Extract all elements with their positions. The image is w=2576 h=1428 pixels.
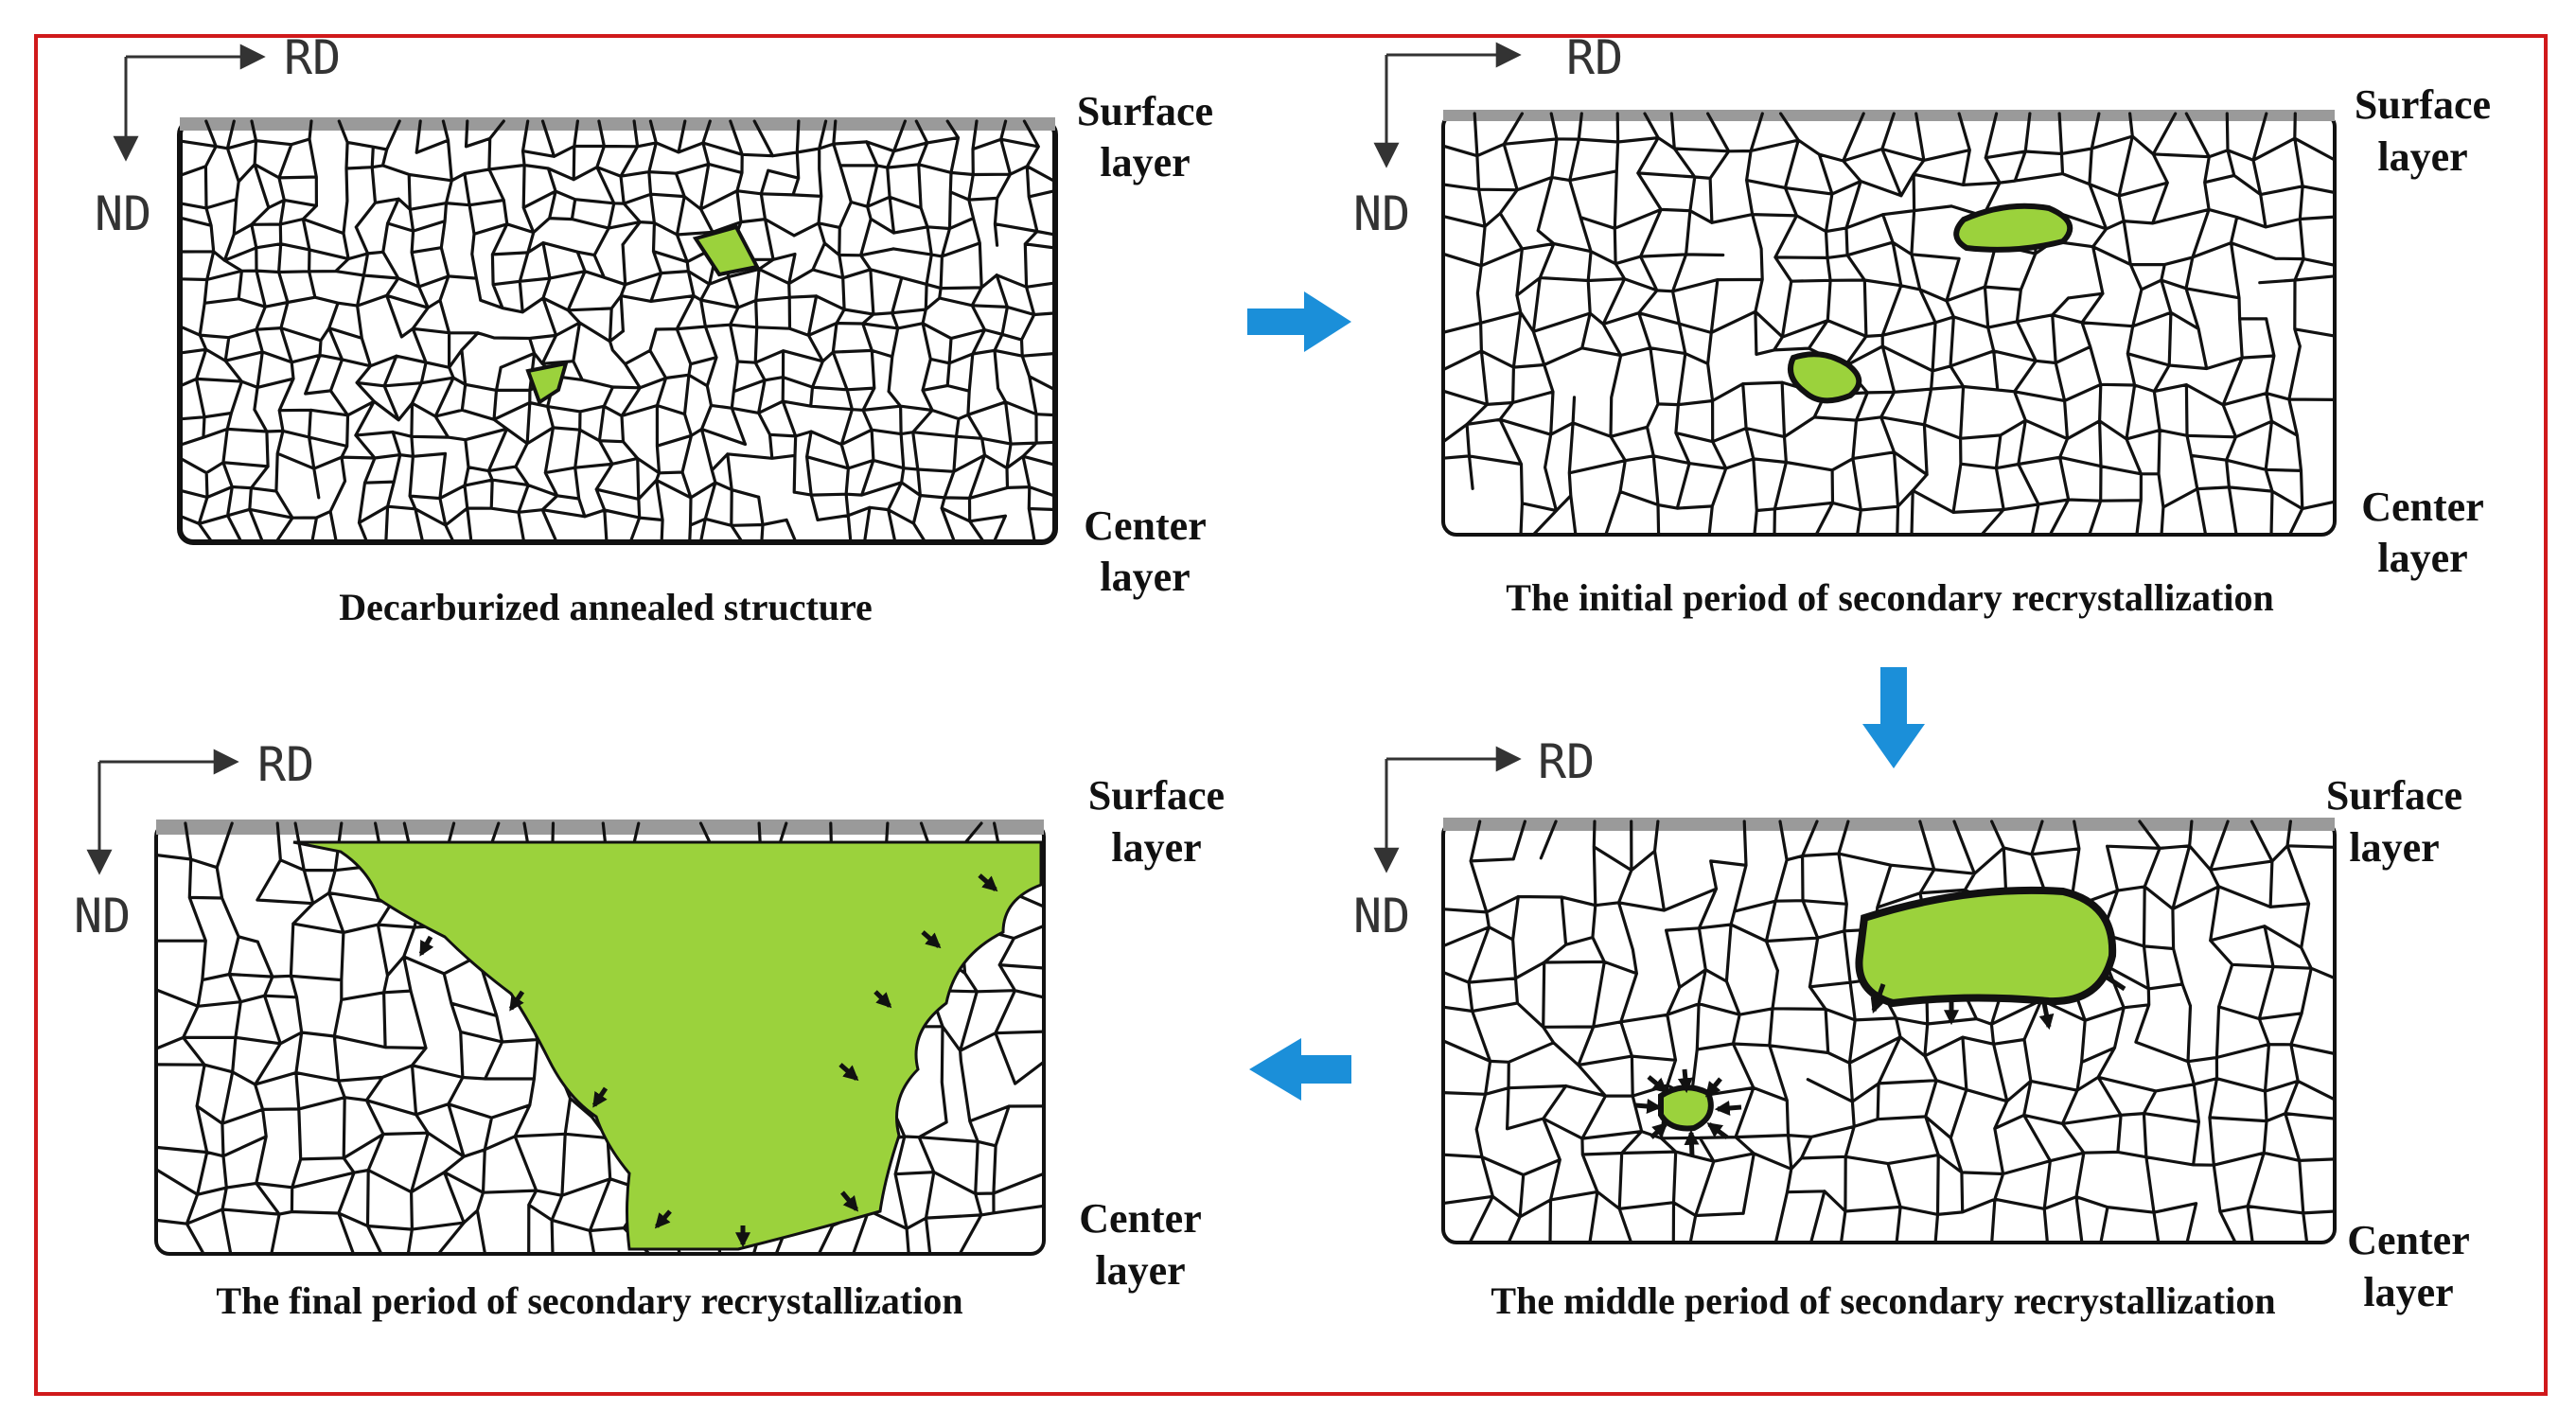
center-layer-label: Center [2361, 484, 2484, 530]
grain-structure [1441, 110, 2337, 537]
center-layer-label: layer [1100, 554, 1190, 600]
rd-label: RD [1538, 734, 1595, 789]
secondary-grain [1953, 203, 2073, 253]
center-layer-label: Center [1084, 502, 1207, 549]
rd-label: RD [257, 737, 314, 792]
nd-label: ND [74, 889, 131, 943]
nd-label: ND [95, 186, 151, 241]
panel-decarburized: RD ND Surface layer Center layer Decarbu… [95, 30, 1213, 628]
surface-layer-label: Surface [2326, 772, 2462, 819]
panel-middle-period: RD ND Surface [1353, 734, 2470, 1322]
surface-layer-label: Surface [2355, 81, 2491, 128]
surface-layer-label: layer [2377, 133, 2467, 180]
center-layer-label: Center [1079, 1195, 1202, 1242]
secondary-grain [1855, 886, 2117, 1008]
nd-label: ND [1353, 889, 1410, 943]
rd-label: RD [284, 30, 341, 85]
axis-indicator: RD ND [74, 737, 314, 943]
secondary-grain [1658, 1084, 1714, 1132]
surface-layer-label: layer [1111, 824, 1201, 871]
center-layer-label: layer [2377, 535, 2467, 581]
secondary-grain [525, 361, 569, 406]
panel-caption: The initial period of secondary recrysta… [1506, 576, 2273, 619]
growth-arrows [418, 873, 998, 1248]
secondary-grain [692, 224, 761, 277]
secondary-grain [292, 840, 1043, 1251]
center-layer-label: layer [1095, 1247, 1185, 1294]
grain-boundary-lines [1441, 112, 2337, 537]
center-layer-label: Center [2347, 1217, 2470, 1263]
grain-structure [177, 117, 1058, 545]
flow-arrow-left [1249, 1038, 1351, 1101]
growth-arrows [1634, 972, 2126, 1157]
grain-structure [1441, 818, 2337, 1244]
surface-layer-label: layer [1100, 139, 1190, 185]
flow-arrow-right [1247, 291, 1351, 352]
grain-boundaries [1441, 112, 2337, 537]
axis-indicator: RD ND [95, 30, 341, 241]
panel-caption: Decarburized annealed structure [339, 586, 873, 628]
panel-caption: The middle period of secondary recrystal… [1491, 1279, 2275, 1322]
panel-initial-period: RD ND Surface layer Center layer The ini… [1353, 30, 2491, 619]
figure-frame [34, 34, 2548, 1396]
surface-layer-label: Surface [1088, 772, 1225, 819]
flow-arrow-down [1862, 667, 1925, 768]
surface-layer-label: Surface [1077, 88, 1213, 134]
grain-boundaries [178, 119, 1057, 544]
surface-layer-label: layer [2349, 824, 2439, 871]
panel-caption: The final period of secondary recrystall… [216, 1279, 962, 1322]
grain-boundary-lines [178, 119, 1057, 544]
panel-final-period: RD ND Surface layer Center laye [74, 737, 1225, 1322]
nd-label: ND [1353, 186, 1410, 241]
center-layer-label: layer [2363, 1269, 2453, 1315]
rd-label: RD [1566, 30, 1623, 85]
grain-structure [154, 820, 1046, 1256]
axis-indicator: RD ND [1353, 734, 1595, 943]
secondary-grain [1788, 351, 1862, 404]
axis-indicator: RD ND [1353, 30, 1623, 241]
